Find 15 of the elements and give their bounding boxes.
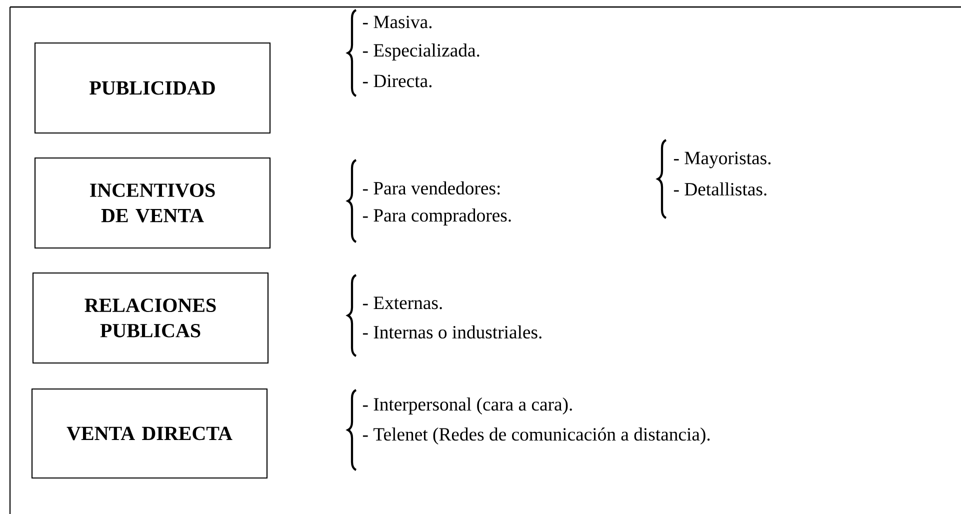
category-box: INCENTIVOS DE VENTA (34, 157, 271, 249)
category-box: PUBLICIDAD (34, 42, 271, 134)
list-item: - Internas o industriales. (362, 325, 542, 339)
list-item: - Masiva. (362, 16, 432, 28)
list-item: - Interpersonal (cara a cara). (362, 398, 572, 414)
list-item: - Para compradores. (362, 208, 511, 226)
category-box: VENTA DIRECTA (31, 388, 268, 479)
list-item: - Directa. (362, 74, 432, 88)
list-item: - Detallistas. (674, 182, 766, 196)
category-box: RELACIONES PUBLICAS (32, 272, 269, 364)
list-item: - Telenet (Redes de comunicación a distancia). (362, 428, 710, 444)
list-item: - Externas. (362, 296, 442, 310)
list-item: - Mayoristas. (674, 152, 771, 168)
list-item: - Para vendedores: (362, 181, 500, 195)
list-item: - Especializada. (362, 44, 480, 60)
